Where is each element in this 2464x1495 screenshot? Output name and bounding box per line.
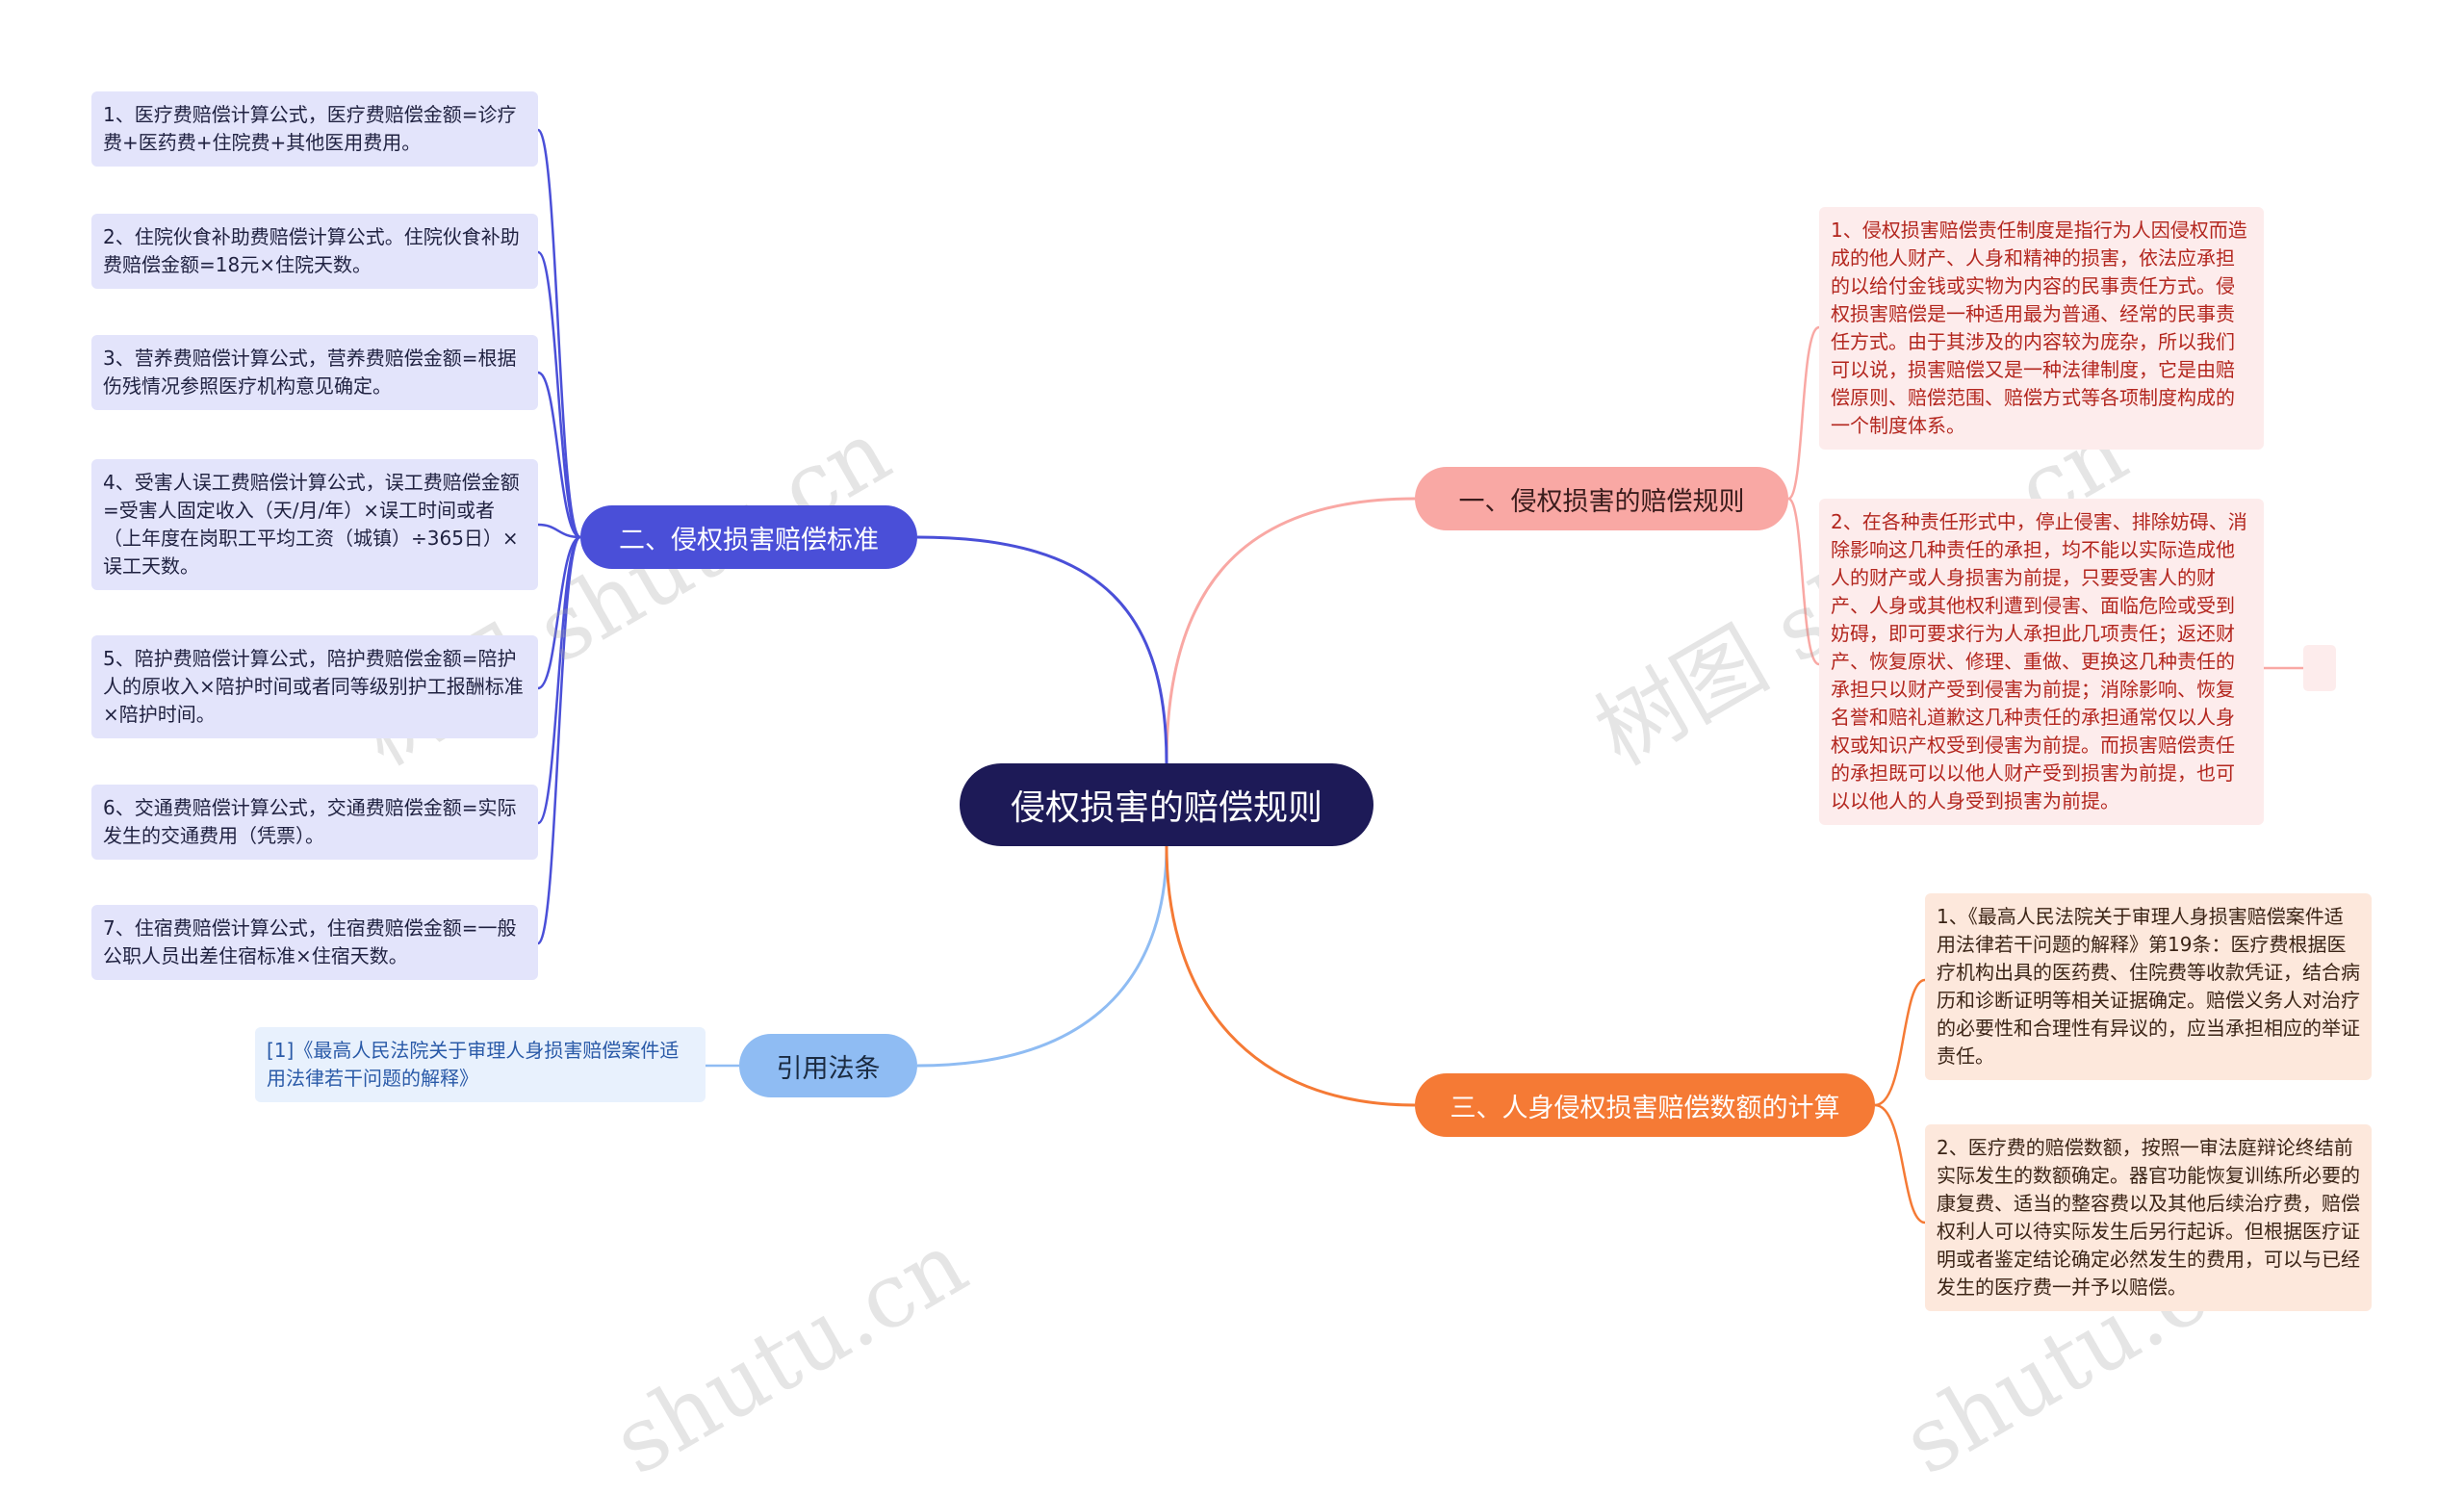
leaf-calculation-1[interactable]: 1、《最高人民法院关于审理人身损害赔偿案件适用法律若干问题的解释》第19条：医疗… — [1925, 893, 2372, 1080]
connectors-calculation — [1874, 978, 1926, 1224]
branch-rules[interactable]: 一、侵权损害的赔偿规则 — [1415, 467, 1788, 530]
leaf-standards-5[interactable]: 5、陪护费赔偿计算公式，陪护费赔偿金额=陪护人的原收入×陪护时间或者同等级别护工… — [91, 635, 538, 738]
leaf-rules-collapsed[interactable] — [2303, 645, 2336, 691]
branch-standards[interactable]: 二、侵权损害赔偿标准 — [580, 505, 917, 569]
connector-root-standards — [916, 535, 1168, 764]
leaf-standards-6[interactable]: 6、交通费赔偿计算公式，交通费赔偿金额=实际发生的交通费用（凭票）。 — [91, 785, 538, 860]
leaf-standards-2[interactable]: 2、住院伙食补助费赔偿计算公式。住院伙食补助费赔偿金额=18元×住院天数。 — [91, 214, 538, 289]
leaf-rules-2[interactable]: 2、在各种责任形式中，停止侵害、排除妨碍、消除影响这几种责任的承担，均不能以实际… — [1819, 499, 2264, 825]
connectors-rules — [1787, 325, 2303, 670]
connector-root-calculation — [1165, 845, 1416, 1107]
root-node[interactable]: 侵权损害的赔偿规则 — [960, 763, 1373, 846]
branch-calculation[interactable]: 三、人身侵权损害赔偿数额的计算 — [1415, 1073, 1875, 1137]
connector-lines — [536, 128, 2303, 1224]
leaf-rules-1[interactable]: 1、侵权损害赔偿责任制度是指行为人因侵权而造成的他人财产、人身和精神的损害，依法… — [1819, 207, 2264, 450]
leaf-standards-7[interactable]: 7、住宿费赔偿计算公式，住宿费赔偿金额=一般公职人员出差住宿标准×住宿天数。 — [91, 905, 538, 980]
branch-references[interactable]: 引用法条 — [739, 1034, 917, 1097]
leaf-standards-4[interactable]: 4、受害人误工费赔偿计算公式，误工费赔偿金额=受害人固定收入（天/月/年）×误工… — [91, 459, 538, 590]
connector-root-references — [916, 845, 1168, 1068]
leaf-references-1[interactable]: [1]《最高人民法院关于审理人身损害赔偿案件适用法律若干问题的解释》 — [255, 1027, 706, 1102]
leaf-calculation-2[interactable]: 2、医疗费的赔偿数额，按照一审法庭辩论终结前实际发生的数额确定。器官功能恢复训练… — [1925, 1124, 2372, 1311]
leaf-standards-3[interactable]: 3、营养费赔偿计算公式，营养费赔偿金额=根据伤残情况参照医疗机构意见确定。 — [91, 335, 538, 410]
connector-root-rules — [1165, 497, 1416, 764]
leaf-standards-1[interactable]: 1、医疗费赔偿计算公式，医疗费赔偿金额=诊疗费+医药费+住院费+其他医用费用。 — [91, 91, 538, 167]
connectors-standards — [536, 128, 582, 945]
